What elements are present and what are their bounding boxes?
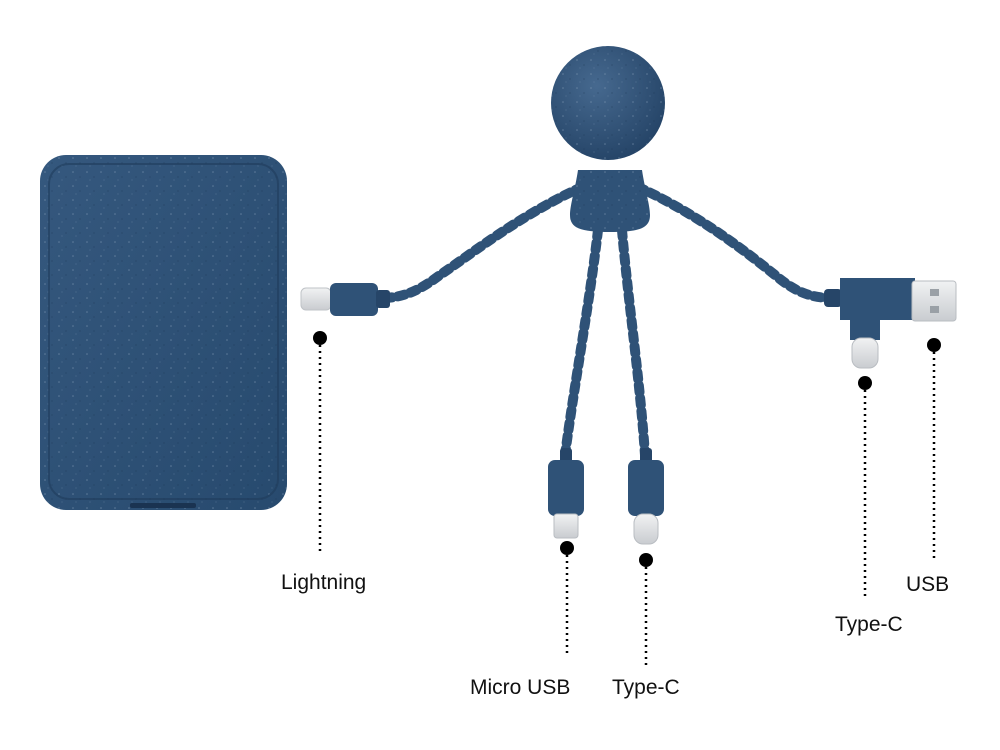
callout-usb (927, 338, 941, 562)
cable-hub-mascot (551, 46, 665, 232)
lightning-label: Lightning (281, 571, 367, 594)
callout-micro-usb (560, 541, 574, 657)
callout-type-c-center (639, 553, 653, 667)
power-bank (40, 155, 287, 510)
callout-type-c-right (858, 376, 872, 600)
micro-usb-label: Micro USB (470, 676, 571, 699)
usb-label: USB (906, 573, 950, 596)
micro-usb-connector (548, 448, 584, 539)
usb-type-c-combo-connector (824, 278, 957, 369)
type-c-right-label: Type-C (835, 613, 903, 636)
type-c-center-label: Type-C (612, 676, 680, 699)
braided-cables (380, 182, 833, 460)
callout-lightning (313, 331, 327, 555)
type-c-connector-center (628, 448, 664, 545)
lightning-connector (300, 283, 390, 316)
